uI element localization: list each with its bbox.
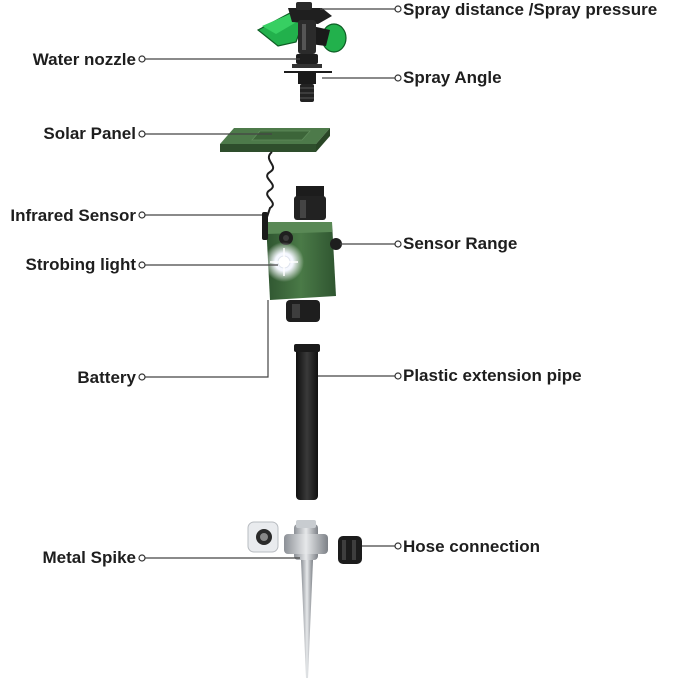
label-battery: Battery [77,368,136,387]
label-strobing-light: Strobing light [25,255,136,274]
label-extension-pipe: Plastic extension pipe [403,366,582,385]
spray-angle-collar [284,71,332,102]
solar-cable [265,151,275,221]
leader-battery [144,300,269,378]
label-water-nozzle: Water nozzle [32,50,136,69]
leader-dots [138,5,402,562]
sensor-housing [266,186,336,322]
label-spray-distance: Spray distance /Spray pressure [403,0,658,19]
sensor-range-knob [330,238,342,250]
solar-panel [220,128,330,152]
sprinkler-head [256,2,347,54]
label-sensor-range: Sensor Range [403,234,518,253]
label-solar-panel: Solar Panel [43,124,136,143]
water-nozzle [292,54,322,68]
hose-connector [338,536,362,564]
label-hose-connection: Hose connection [403,537,540,556]
label-infrared-sensor: Infrared Sensor [10,206,136,225]
washer [247,521,279,553]
label-spray-angle: Spray Angle [403,68,502,87]
extension-pipe [294,344,320,500]
label-metal-spike: Metal Spike [42,548,136,567]
infrared-sensor [262,212,293,245]
leader-lines [144,8,396,559]
strobing-light [264,242,304,282]
metal-spike [284,520,328,678]
